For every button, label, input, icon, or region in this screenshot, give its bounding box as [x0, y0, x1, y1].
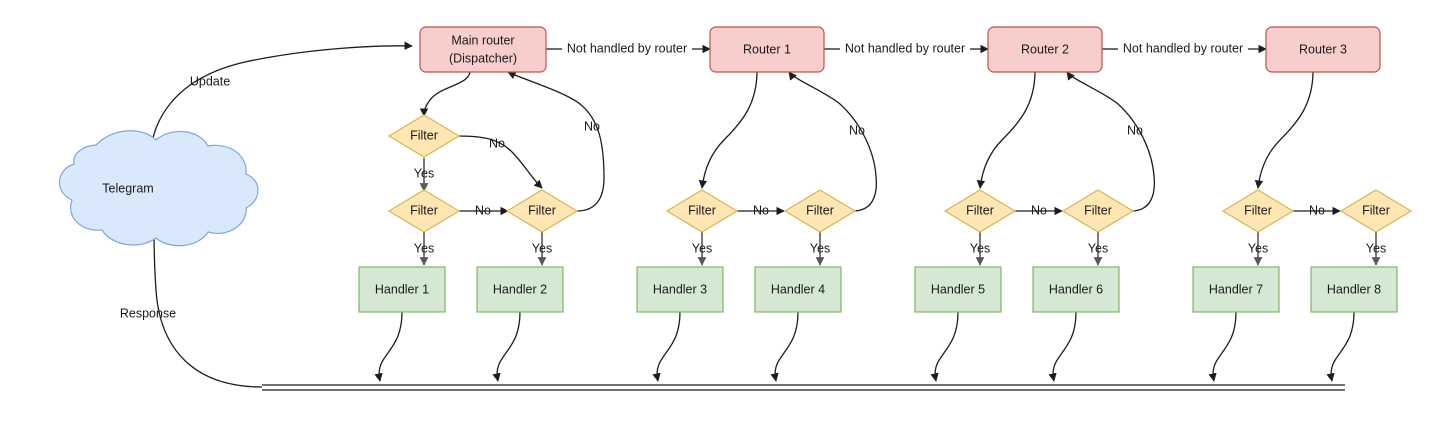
- node-filter-9[interactable]: Filter: [1339, 189, 1413, 233]
- edge-router2-to-filter-f: [976, 70, 1036, 189]
- node-handler-2[interactable]: Handler 2: [476, 266, 564, 313]
- handler-8-label: Handler 8: [1327, 282, 1381, 296]
- edge-label-yes-4: Yes: [692, 241, 712, 255]
- edge-router1-to-filter-d: [698, 70, 758, 189]
- filter-7-label: Filter: [1084, 203, 1112, 217]
- edge-label-yes-8: Yes: [1248, 241, 1268, 255]
- filter-3-label: Filter: [528, 203, 556, 217]
- edge-label-no-3: No: [584, 119, 600, 133]
- node-handler-6[interactable]: Handler 6: [1032, 266, 1120, 313]
- node-router-1[interactable]: Router 1: [709, 26, 825, 73]
- edge-handler-8-to-sink: [1326, 311, 1355, 382]
- router-1-label: Router 1: [743, 42, 791, 56]
- edge-label-update: Update: [190, 74, 230, 88]
- node-router-3[interactable]: Router 3: [1265, 26, 1381, 73]
- node-filter-1[interactable]: Filter: [387, 114, 461, 158]
- edge-label-no-4: No: [753, 203, 769, 217]
- edge-mainrouter-to-filter-a: [419, 70, 471, 117]
- edge-label-response: Response: [120, 306, 176, 320]
- node-handler-4[interactable]: Handler 4: [754, 266, 842, 313]
- node-handler-1[interactable]: Handler 1: [358, 266, 446, 313]
- node-filter-6[interactable]: Filter: [943, 189, 1017, 233]
- edge-handler-3-to-sink: [652, 311, 681, 382]
- edge-response: [149, 227, 263, 388]
- filter-8-label: Filter: [1244, 203, 1272, 217]
- edge-handler-1-to-sink: [374, 311, 403, 382]
- handler-3-label: Handler 3: [653, 282, 707, 296]
- node-handler-3[interactable]: Handler 3: [636, 266, 724, 313]
- node-filter-7[interactable]: Filter: [1061, 189, 1135, 233]
- edge-filter-a-no-to-filter-c: [458, 135, 543, 189]
- node-filter-8[interactable]: Filter: [1221, 189, 1295, 233]
- edge-filter-c-no-to-mainrouter: [507, 71, 605, 212]
- edge-router3-to-filter-h: [1254, 70, 1314, 189]
- handler-7-label: Handler 7: [1209, 282, 1263, 296]
- node-router-2[interactable]: Router 2: [987, 26, 1103, 73]
- handler-2-label: Handler 2: [493, 282, 547, 296]
- edge-label-no-8: No: [1309, 203, 1325, 217]
- edge-label-yes-3: Yes: [532, 241, 552, 255]
- edge-update: [149, 41, 413, 164]
- handler-5-label: Handler 5: [931, 282, 985, 296]
- edge-label-no-6: No: [1031, 203, 1047, 217]
- edge-label-yes-7: Yes: [1088, 241, 1108, 255]
- node-filter-4[interactable]: Filter: [665, 189, 739, 233]
- filter-6-label: Filter: [966, 203, 994, 217]
- node-filter-2[interactable]: Filter: [387, 189, 461, 233]
- edge-label-yes-5: Yes: [810, 241, 830, 255]
- edge-handler-5-to-sink: [930, 311, 959, 382]
- telegram-cloud-node[interactable]: Telegram: [58, 130, 259, 247]
- edge-label-yes-1: Yes: [414, 166, 434, 180]
- edge-handler-7-to-sink: [1208, 311, 1237, 382]
- edge-label-not-handled-2: Not handled by router: [845, 41, 965, 55]
- filter-1-label: Filter: [410, 128, 438, 142]
- edge-label-not-handled-1: Not handled by router: [567, 41, 687, 55]
- filter-4-label: Filter: [688, 203, 716, 217]
- edge-label-no-7: No: [1127, 123, 1143, 137]
- node-filter-3[interactable]: Filter: [505, 189, 579, 233]
- edge-handler-4-to-sink: [770, 311, 799, 382]
- handler-4-label: Handler 4: [771, 282, 825, 296]
- edge-label-not-handled-3: Not handled by router: [1123, 41, 1243, 55]
- node-handler-8[interactable]: Handler 8: [1310, 266, 1398, 313]
- telegram-label: Telegram: [102, 181, 153, 195]
- main-router-label-line1: Main router: [451, 33, 514, 47]
- edge-filter-e-no-to-router1: [788, 71, 878, 212]
- edge-label-yes-9: Yes: [1366, 241, 1386, 255]
- edge-label-yes-6: Yes: [970, 241, 990, 255]
- node-filter-5[interactable]: Filter: [783, 189, 857, 233]
- filter-5-label: Filter: [806, 203, 834, 217]
- edge-handler-2-to-sink: [492, 311, 521, 382]
- edge-label-no-2: No: [475, 203, 491, 217]
- edge-filter-g-no-to-router2: [1066, 71, 1156, 212]
- edge-label-yes-2: Yes: [414, 241, 434, 255]
- filter-2-label: Filter: [410, 203, 438, 217]
- node-handler-7[interactable]: Handler 7: [1192, 266, 1280, 313]
- edge-handler-6-to-sink: [1048, 311, 1077, 382]
- node-handler-5[interactable]: Handler 5: [914, 266, 1002, 313]
- filter-9-label: Filter: [1362, 203, 1390, 217]
- edge-label-no-5: No: [849, 123, 865, 137]
- handler-1-label: Handler 1: [375, 282, 429, 296]
- handler-6-label: Handler 6: [1049, 282, 1103, 296]
- router-3-label: Router 3: [1299, 42, 1347, 56]
- router-2-label: Router 2: [1021, 42, 1069, 56]
- node-main-router[interactable]: Main router (Dispatcher): [419, 26, 547, 73]
- edge-label-no-1: No: [489, 136, 505, 150]
- main-router-label-line2: (Dispatcher): [449, 51, 517, 65]
